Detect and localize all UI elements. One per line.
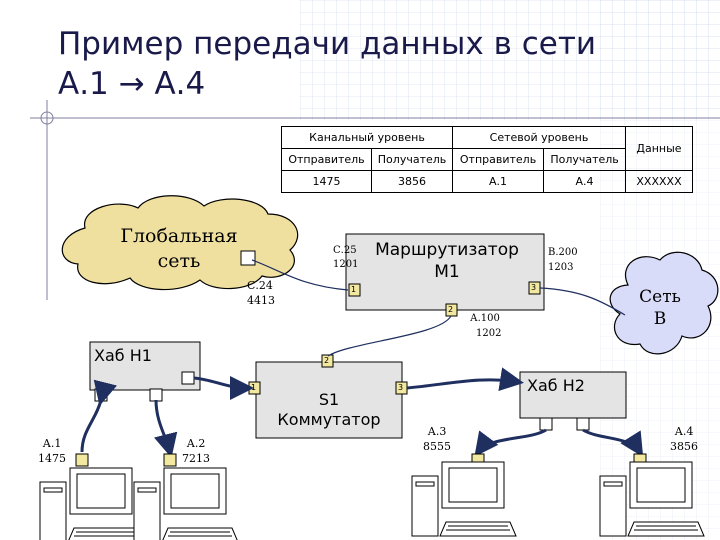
host-address: 3856: [670, 440, 698, 453]
link-router-switch: [327, 315, 452, 357]
table-header-network: Сетевой уровень: [452, 126, 626, 149]
global-net-port: [240, 250, 256, 266]
hub-h1-port: [149, 388, 163, 402]
address-line: С.24: [247, 279, 273, 292]
network-b-label-line: Сеть: [639, 287, 681, 307]
host-name: А.4: [674, 425, 694, 438]
host-a3-label: А.3 8555: [423, 424, 451, 454]
slide-title: Пример передачи данных в сети А.1 → А.4: [58, 24, 678, 104]
table-subheader-cell: Получатель: [543, 148, 626, 171]
table-cell: А.1: [451, 170, 545, 193]
host-a4-computer-icon: [599, 461, 705, 537]
host-a1-port: [75, 453, 89, 467]
router-port-2: [445, 303, 458, 317]
address-c24: С.24 4413: [247, 278, 275, 308]
address-line: 4413: [247, 294, 275, 307]
link-global-router: [251, 259, 349, 291]
title-line-1: Пример передачи данных в сети: [58, 26, 597, 62]
router-port-3-number: 3: [531, 283, 537, 292]
address-line: 1203: [548, 262, 574, 273]
switch-port-3-number: 3: [398, 383, 404, 392]
host-a2-port: [163, 453, 177, 467]
router-label-line: Маршрутизатор: [375, 240, 519, 260]
host-a2-computer-icon: [133, 467, 239, 540]
hub-h1-port: [181, 371, 195, 385]
router-port-2-number: 2: [448, 305, 454, 314]
router-port-1: [348, 283, 361, 297]
host-name: А.2: [186, 437, 206, 450]
address-a100: А.100 1202: [470, 311, 501, 341]
path-arrow: [406, 367, 524, 392]
host-a4-label: А.4 3856: [670, 424, 698, 454]
address-line: В.200: [548, 247, 578, 258]
hub-h1-port: [94, 388, 108, 402]
address-line: 1202: [476, 328, 502, 339]
global-network-label-line: Глобальная: [120, 225, 238, 247]
host-name: А.3: [427, 425, 447, 438]
table-subheader-cell: Получатель: [371, 148, 453, 171]
address-line: А.100: [470, 313, 500, 324]
router-box: [345, 233, 545, 311]
frame-table: Канальный уровень Сетевой уровень Данные…: [280, 126, 693, 193]
link-router-netb: [539, 287, 626, 316]
table-header-data: Данные: [625, 126, 693, 171]
host-a1-label: А.1 1475: [38, 436, 66, 466]
network-b-cloud: [609, 251, 719, 355]
router-port-1-number: 1: [351, 285, 357, 294]
switch-label-line: Коммутатор: [277, 410, 381, 429]
path-arrow: [582, 428, 644, 458]
hub-h1-label: Хаб Н1: [94, 346, 152, 365]
address-b200: В.200 1203: [548, 245, 578, 275]
hub-h2-port: [539, 417, 553, 431]
path-arrow: [474, 428, 547, 457]
hub-h2-label: Хаб Н2: [527, 376, 585, 395]
switch-box: [255, 361, 403, 439]
path-arrow: [80, 379, 118, 453]
router-label: Маршрутизатор М1: [362, 239, 532, 283]
title-line-2: А.1 → А.4: [58, 66, 206, 102]
switch-port-1-number: 1: [251, 383, 257, 392]
host-address: 8555: [423, 440, 451, 453]
host-a3-computer-icon: [411, 461, 517, 537]
host-address: 1475: [38, 452, 66, 465]
host-a2-label: А.2 7213: [182, 436, 210, 466]
router-label-line: М1: [434, 262, 460, 282]
host-a1-computer-icon: [39, 467, 145, 540]
hub-h2-port: [576, 417, 590, 431]
switch-label: S1 Коммутатор: [256, 390, 402, 430]
table-subheader-cell: Отправитель: [280, 148, 373, 171]
hub-h2-box: [519, 371, 627, 419]
global-network-label-line: сеть: [157, 250, 201, 272]
host-address: 7213: [182, 452, 210, 465]
table-cell: 3856: [371, 170, 453, 193]
switch-port-2: [321, 354, 334, 368]
network-b-label-line: В: [653, 309, 667, 329]
network-b-label: Сеть В: [625, 286, 695, 330]
host-name: А.1: [42, 437, 62, 450]
switch-port-2-number: 2: [324, 356, 330, 365]
global-network-cloud: [61, 195, 299, 291]
address-line: С.25: [333, 245, 357, 256]
switch-label-line: S1: [318, 390, 340, 409]
table-cell: XXXXXX: [625, 170, 693, 193]
path-arrow: [193, 375, 254, 400]
table-cell: 1475: [280, 170, 373, 193]
address-line: 1201: [333, 259, 359, 270]
path-arrow: [153, 399, 178, 458]
global-network-label: Глобальная сеть: [114, 224, 244, 274]
address-c25: С.25 1201: [333, 244, 358, 272]
